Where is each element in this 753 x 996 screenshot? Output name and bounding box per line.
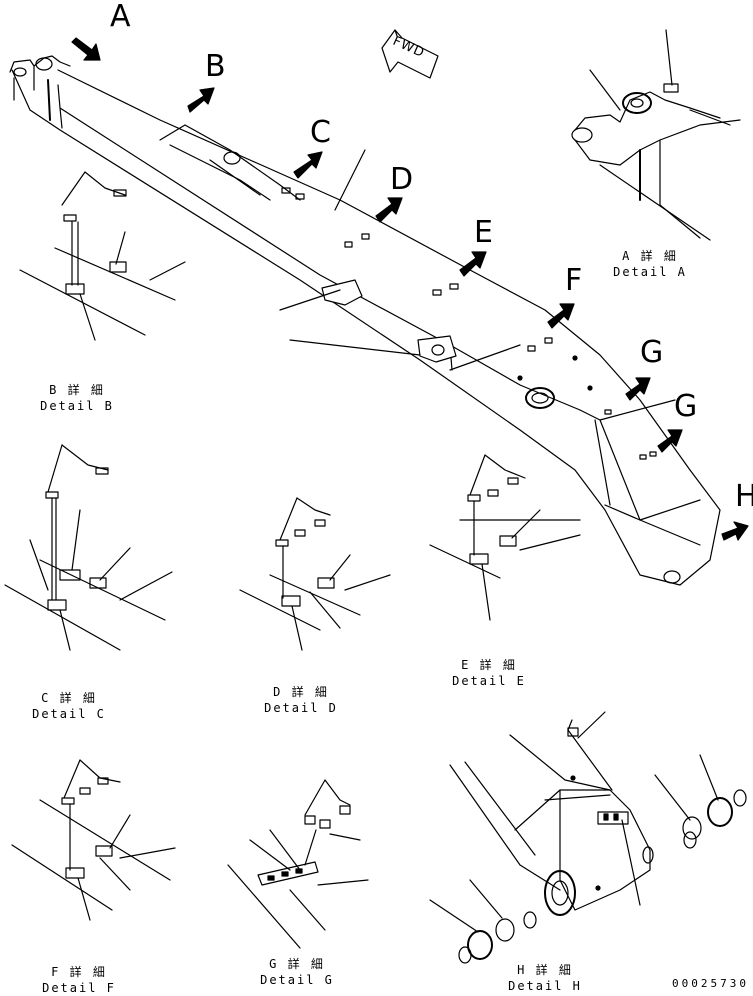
view-letter-b: B	[205, 49, 226, 84]
detail-b-view	[19, 171, 186, 341]
view-letter-g-lower: G	[674, 389, 698, 424]
view-letter-g-upper: G	[640, 335, 664, 370]
detail-g-view	[227, 779, 369, 949]
detail-f-view	[11, 759, 176, 921]
detail-c-view	[4, 444, 173, 651]
boom-body	[9, 55, 721, 586]
part-number: 00025730	[672, 977, 749, 990]
view-letter-h: H	[735, 479, 753, 514]
view-letter-f: F	[565, 263, 583, 298]
detail-h-view	[429, 711, 747, 964]
view-arrows	[71, 29, 749, 541]
detail-d-view	[239, 497, 391, 651]
detail-e-view	[429, 454, 581, 621]
detail-a-view	[571, 29, 741, 241]
view-letter-e: E	[474, 215, 493, 250]
view-letter-d: D	[390, 162, 414, 197]
view-letter-c: C	[310, 115, 331, 150]
leader-lines	[279, 149, 421, 356]
view-letter-a: A	[110, 0, 131, 34]
